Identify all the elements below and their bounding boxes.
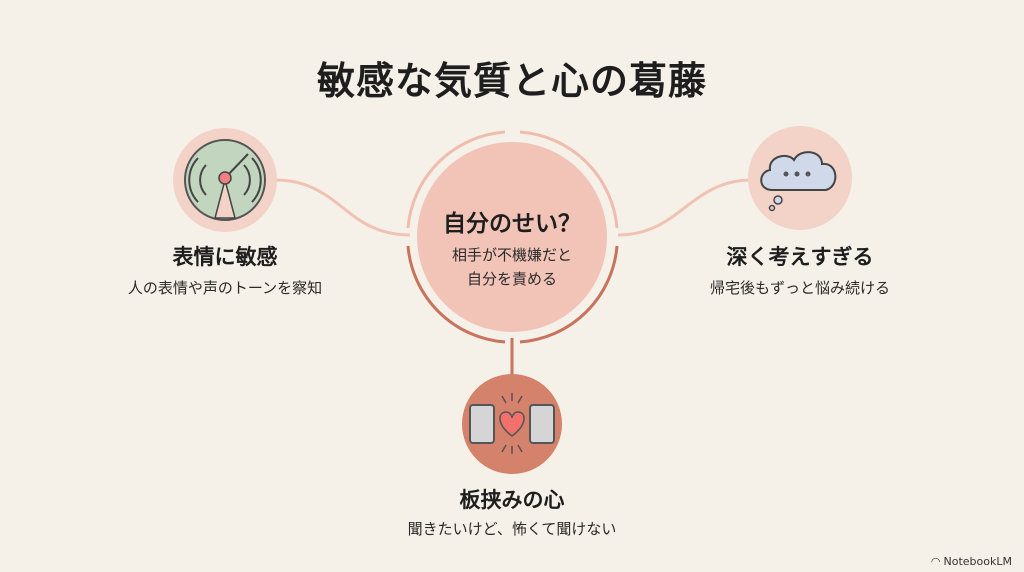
brand-watermark: ◠ NotebookLM <box>931 555 1012 568</box>
radar-icon <box>173 128 277 232</box>
thought-cloud-icon <box>748 126 852 230</box>
center-line: 自分を責める <box>466 270 557 288</box>
center-title: 自分のせい？ <box>443 211 581 237</box>
center-description: 相手が不機嫌だと 自分を責める <box>412 243 612 291</box>
squeezed-heart-icon <box>462 374 562 474</box>
page-title: 敏感な気質と心の葛藤 <box>316 59 707 103</box>
center-line: 相手が不機嫌だと <box>451 246 572 264</box>
node-subtitle-bottom: 聞きたいけど、怖くて聞けない <box>407 520 617 538</box>
center-ring-top <box>406 130 506 229</box>
brand-label: NotebookLM <box>943 555 1012 568</box>
node-title-bottom: 板挟みの心 <box>459 488 565 512</box>
node-subtitle-left: 人の表情や声のトーンを察知 <box>127 279 323 297</box>
connector-right <box>617 178 753 237</box>
center-circle <box>417 142 607 332</box>
node-title-left: 表情に敏感 <box>172 245 278 269</box>
node-subtitle-right: 帰宅後もずっと悩み続ける <box>709 279 890 297</box>
node-title-right: 深く考えすぎる <box>726 245 874 269</box>
notebooklm-logo-icon: ◠ <box>930 555 941 568</box>
center-ring-bottom <box>406 245 506 344</box>
connector-left <box>274 178 411 237</box>
